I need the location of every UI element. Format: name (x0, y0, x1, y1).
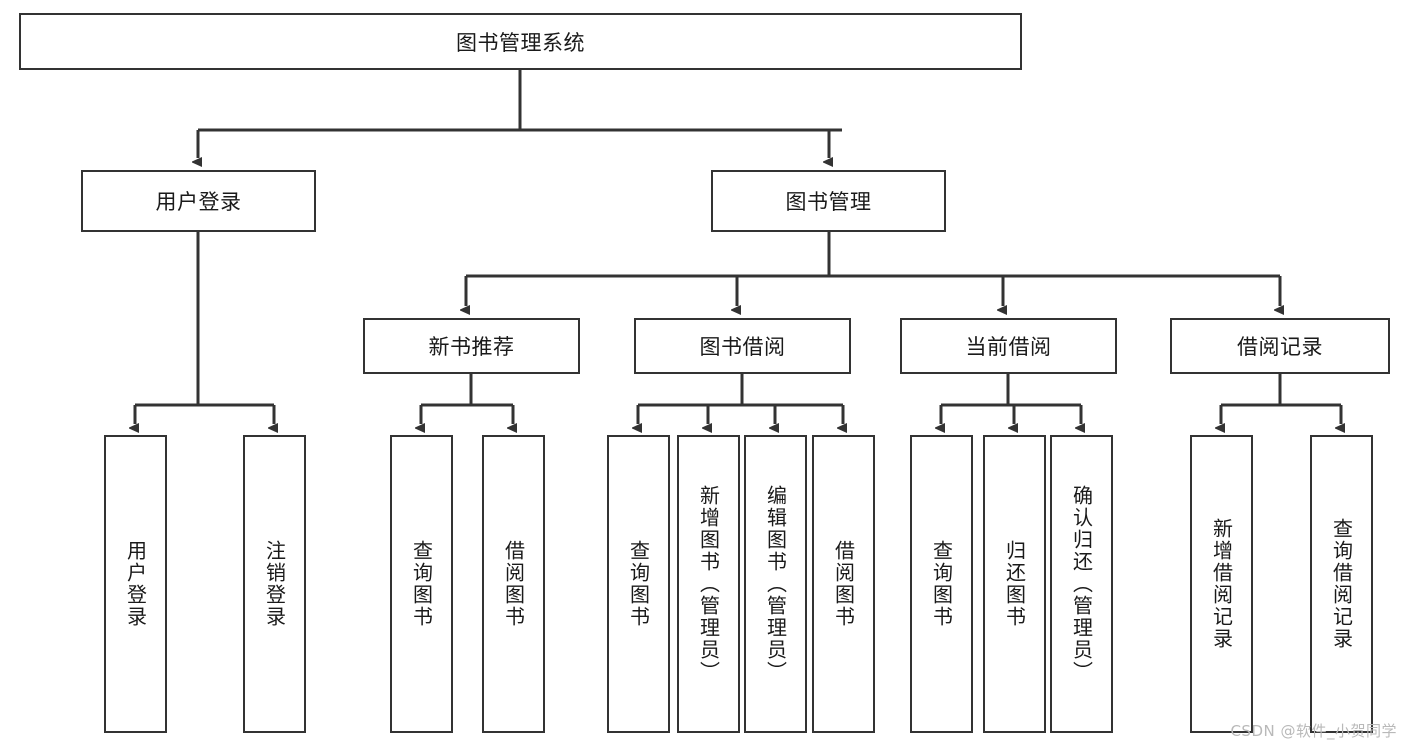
node-leaf-add-record[interactable]: 新增借阅记录 (1190, 435, 1253, 733)
node-leaf-confirm-return[interactable]: 确认归还（管理员） (1050, 435, 1113, 733)
node-book-borrow-label: 图书借阅 (699, 335, 786, 359)
node-current-borrow-label: 当前借阅 (965, 335, 1052, 359)
node-current-borrow[interactable]: 当前借阅 (900, 318, 1117, 374)
node-leaf-user-logout[interactable]: 注销登录 (243, 435, 306, 733)
node-borrow-record-label: 借阅记录 (1237, 335, 1323, 359)
node-leaf-add-book[interactable]: 新增图书（管理员） (677, 435, 740, 733)
node-leaf-query-book-1-label: 查询图书 (409, 540, 434, 628)
node-leaf-user-login[interactable]: 用户登录 (104, 435, 167, 733)
node-root[interactable]: 图书管理系统 (19, 13, 1022, 70)
node-leaf-query-book-3-label: 查询图书 (929, 540, 954, 628)
node-root-label: 图书管理系统 (456, 30, 585, 55)
node-leaf-borrow-book-1-label: 借阅图书 (501, 540, 526, 628)
node-leaf-query-book-3[interactable]: 查询图书 (910, 435, 973, 733)
node-user-login-label: 用户登录 (155, 190, 242, 214)
node-leaf-query-book-2-label: 查询图书 (626, 540, 651, 628)
node-book-borrow[interactable]: 图书借阅 (634, 318, 851, 374)
node-user-login[interactable]: 用户登录 (81, 170, 316, 232)
node-leaf-edit-book-label: 编辑图书（管理员） (763, 485, 788, 683)
node-book-manage[interactable]: 图书管理 (711, 170, 946, 232)
node-new-book-recommend-label: 新书推荐 (428, 335, 515, 359)
node-leaf-query-book-1[interactable]: 查询图书 (390, 435, 453, 733)
node-leaf-query-book-2[interactable]: 查询图书 (607, 435, 670, 733)
node-leaf-borrow-book-2-label: 借阅图书 (831, 540, 856, 628)
node-leaf-user-logout-label: 注销登录 (262, 540, 287, 628)
node-leaf-return-book-label: 归还图书 (1002, 540, 1027, 628)
node-leaf-query-record-label: 查询借阅记录 (1329, 518, 1354, 650)
node-leaf-confirm-return-label: 确认归还（管理员） (1069, 485, 1094, 683)
node-book-manage-label: 图书管理 (785, 190, 872, 214)
node-borrow-record[interactable]: 借阅记录 (1170, 318, 1390, 374)
node-leaf-add-record-label: 新增借阅记录 (1209, 518, 1234, 650)
node-new-book-recommend[interactable]: 新书推荐 (363, 318, 580, 374)
watermark: CSDN @软件_小贺同学 (1230, 722, 1397, 740)
node-leaf-query-record[interactable]: 查询借阅记录 (1310, 435, 1373, 733)
node-leaf-edit-book[interactable]: 编辑图书（管理员） (744, 435, 807, 733)
node-leaf-return-book[interactable]: 归还图书 (983, 435, 1046, 733)
node-leaf-borrow-book-2[interactable]: 借阅图书 (812, 435, 875, 733)
node-leaf-borrow-book-1[interactable]: 借阅图书 (482, 435, 545, 733)
node-leaf-add-book-label: 新增图书（管理员） (696, 485, 721, 683)
node-leaf-user-login-label: 用户登录 (123, 540, 148, 628)
